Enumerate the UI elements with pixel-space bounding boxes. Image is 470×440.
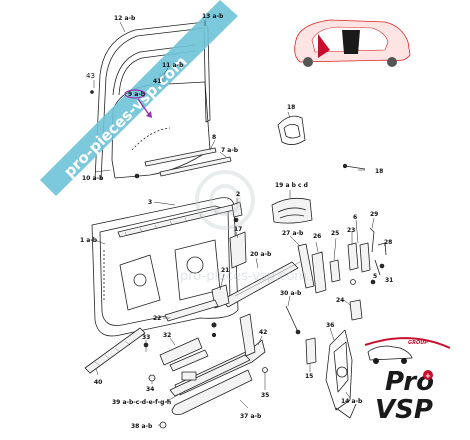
clip-5 (370, 279, 376, 285)
callout-31: 31 (385, 277, 393, 284)
callout-41: 41 (153, 78, 161, 85)
regulator-mechanism-36 (325, 329, 357, 419)
clip-34 (148, 374, 156, 382)
callout-29: 29 (370, 211, 378, 218)
callout-20: 20 a-b (250, 251, 272, 258)
callout-12: 12 a-b (114, 15, 136, 22)
callout-36: 36 (326, 322, 334, 329)
callout-2: 2 (236, 191, 240, 198)
window-regulator-19 (271, 197, 313, 224)
screw-18b (342, 163, 366, 170)
callout-22: 22 (153, 315, 161, 322)
watermark-faint-text: pro-pieces-vsp.com (180, 269, 307, 284)
seal-strip-40 (84, 327, 146, 374)
svg-text:+: + (425, 372, 431, 380)
callout-30: 30 a-b (280, 290, 302, 297)
logo-vsp-text: VSP (375, 395, 433, 425)
callout-21: 21 (221, 267, 229, 274)
clip-35 (262, 367, 268, 373)
inner-panel-17 (229, 231, 247, 269)
callout-43: 43 (86, 72, 95, 80)
callout-15: 15 (305, 373, 313, 380)
door-shell (91, 197, 239, 337)
car-location-icon (294, 19, 411, 67)
clip-33 (143, 342, 149, 352)
callout-32: 32 (163, 332, 171, 339)
callout-25: 25 (331, 230, 339, 237)
glass-runner-strips (134, 147, 232, 179)
callout-9: 9 a-b (128, 91, 146, 98)
callout-13: 13 a-b (202, 13, 224, 20)
logo-group-text: GROUP (408, 340, 428, 346)
lock-24 (349, 299, 363, 321)
strip-27 (297, 243, 315, 289)
callout-18-right: 18 (375, 168, 383, 175)
callout-5: 5 (373, 273, 377, 280)
provsp-logo: GROUP Pro VSP + (364, 337, 451, 425)
callout-38: 38 a-b (131, 423, 153, 430)
lower-trim-39 (169, 354, 251, 397)
callout-17: 17 (234, 226, 242, 233)
callout-1: 1 a-b (80, 237, 98, 244)
callout-35: 35 (261, 392, 269, 399)
callout-27: 27 a-b (282, 230, 304, 237)
callout-34: 34 (146, 386, 154, 393)
callout-8: 8 (212, 134, 216, 141)
screw-2 (231, 201, 243, 223)
callout-39: 39 a-b-c-d-e-f-g-h (112, 399, 171, 406)
callout-19: 19 a b c d (275, 182, 308, 189)
trim-strip-20 (221, 261, 301, 308)
mount-18 (277, 115, 306, 145)
leader-lines (93, 20, 387, 426)
pocket-trim-37 (171, 369, 253, 415)
rod-30 (285, 305, 301, 335)
watermark-center (195, 170, 255, 230)
trim-22 (164, 299, 219, 322)
callout-18-top: 18 (287, 104, 295, 111)
callout-14: 14 a-b (341, 398, 363, 405)
callout-24: 24 (336, 297, 344, 304)
pad-15 (305, 337, 317, 365)
callout-3: 3 (148, 199, 152, 206)
callout-28: 28 (384, 239, 392, 246)
callout-42: 42 (259, 329, 267, 336)
part-38 (159, 421, 167, 429)
highlight-arrow (124, 89, 152, 118)
callout-26-top: 26 (313, 233, 321, 240)
callout-labels: 12 a-b 13 a-b 43 11 a-b 9 a-b 41 18 8 7 … (80, 13, 393, 430)
callout-23: 23 (347, 227, 355, 234)
armrest-32 (159, 337, 209, 372)
callout-33: 33 (142, 334, 150, 341)
callout-37: 37 a-b (240, 413, 262, 420)
callout-40: 40 (94, 379, 102, 386)
callout-6: 6 (353, 214, 357, 221)
callout-7: 7 a-b (221, 147, 239, 154)
callout-10: 10 a-b (82, 175, 104, 182)
callout-11: 11 a-b (162, 62, 184, 69)
clip-43 (90, 90, 94, 94)
latch-assembly (311, 227, 387, 294)
